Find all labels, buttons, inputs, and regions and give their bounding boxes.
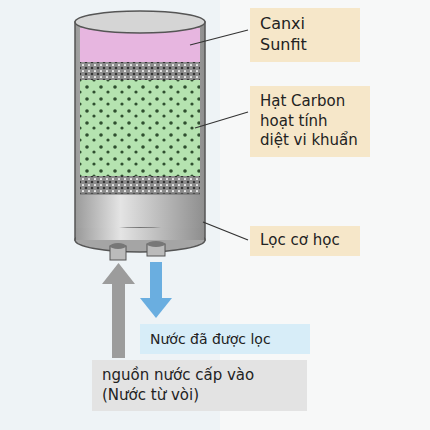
leader-line (190, 30, 248, 45)
inflow-arrow-head (102, 263, 135, 284)
inflow-arrow-shaft (112, 282, 125, 358)
cylinder-top (75, 11, 205, 33)
label-text: nguồn nước cấp vào (Nước từ vòi) (102, 366, 297, 405)
layer-edge (80, 194, 200, 195)
outflow-arrow-shaft (150, 262, 162, 300)
leader-line (195, 112, 248, 128)
label-text: Nước đã được lọc (150, 330, 300, 348)
cylinder-bottom (75, 228, 205, 252)
part-label: Lọc cơ học (250, 226, 360, 256)
grain-band (80, 176, 200, 194)
inlet-nozzle-top (110, 243, 126, 249)
part-label: Canxi Sunfit (250, 8, 360, 62)
label-text: Canxi Sunfit (260, 14, 350, 56)
carbon-layer (80, 80, 200, 176)
cylinder-bottom-fill (76, 228, 204, 240)
part-label: Hạt Carbon hoạt tính diệt vi khuẩn (250, 86, 370, 157)
label-text: Hạt Carbon hoạt tính diệt vi khuẩn (260, 92, 360, 151)
cylinder-body (75, 22, 205, 240)
outflow-arrow-head (140, 298, 172, 318)
output-label: Nước đã được lọc (140, 324, 310, 354)
label-text: Lọc cơ học (260, 231, 350, 251)
input-label: nguồn nước cấp vào (Nước từ vòi) (92, 360, 307, 411)
leader-line (203, 222, 248, 240)
outlet-nozzle-top (147, 241, 165, 247)
grain-band (80, 62, 200, 80)
